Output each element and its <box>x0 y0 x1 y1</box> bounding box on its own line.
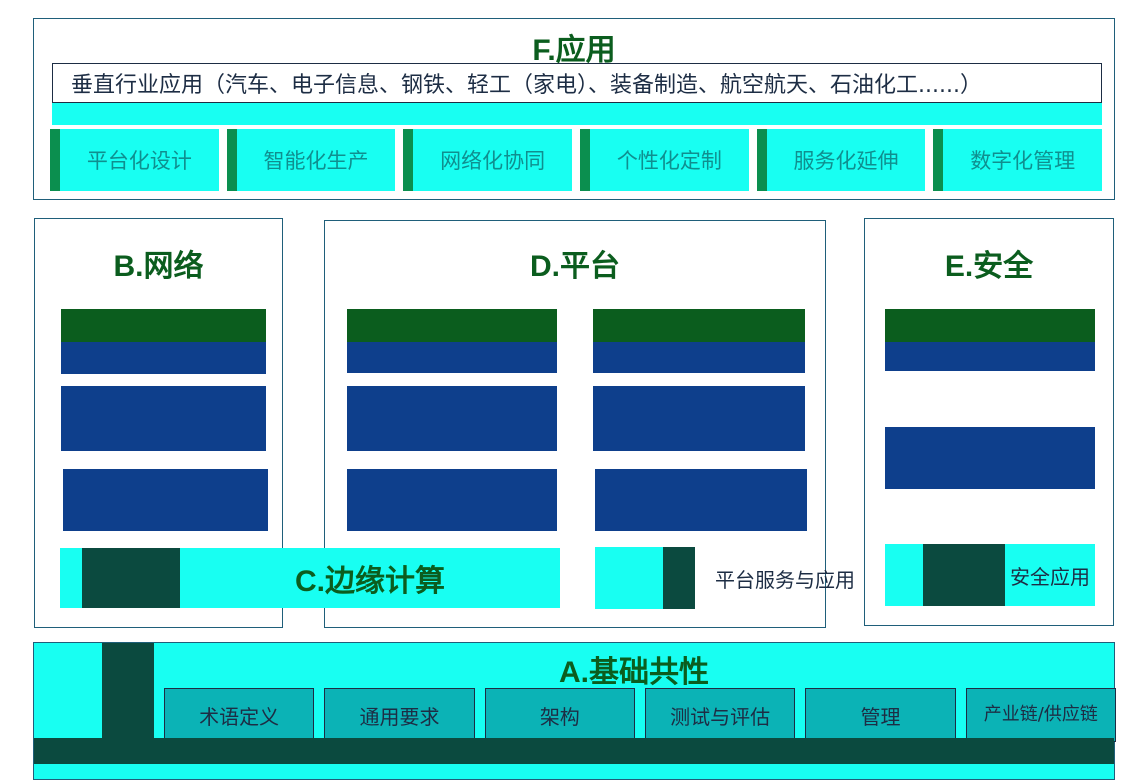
network-title: B.网络 <box>113 250 204 283</box>
edge-computing-title: C.边缘计算 <box>180 548 560 608</box>
security-panel: E.安全 安全应用 <box>864 218 1114 626</box>
application-item: 数字化管理 <box>933 129 1103 191</box>
platform-block <box>595 469 807 531</box>
network-block <box>61 386 266 451</box>
platform-title: D.平台 <box>530 250 620 283</box>
application-panel: F.应用 垂直行业应用（汽车、电子信息、钢铁、轻工（家电）、装备制造、航空航天、… <box>33 18 1115 200</box>
application-cyan-band <box>52 103 1102 125</box>
platform-panel: D.平台 平台服务与应用 <box>324 220 855 628</box>
platform-service-bar: 平台服务与应用 <box>595 547 855 609</box>
platform-block <box>593 386 805 451</box>
application-item: 网络化协同 <box>403 129 573 191</box>
network-block <box>61 309 266 374</box>
basic-common-item: 产业链/供应链 <box>965 688 1116 742</box>
security-app-label: 安全应用 <box>1005 544 1095 606</box>
application-item: 平台化设计 <box>50 129 219 191</box>
platform-block <box>347 386 557 451</box>
vertical-industry-text: 垂直行业应用（汽车、电子信息、钢铁、轻工（家电）、装备制造、航空航天、石油化工.… <box>71 73 982 98</box>
application-title: F.应用 <box>532 34 616 67</box>
basic-common-title: A.基础共性 <box>559 656 709 689</box>
basic-common-item: 测试与评估 <box>644 688 796 742</box>
platform-block <box>593 309 805 373</box>
security-title: E.安全 <box>944 250 1034 283</box>
application-item: 智能化生产 <box>226 129 396 191</box>
basic-common-item: 术语定义 <box>164 688 315 742</box>
platform-service-label: 平台服务与应用 <box>695 547 855 609</box>
security-block <box>885 309 1095 371</box>
edge-computing-bar: C.边缘计算 <box>60 548 560 608</box>
basic-common-panel: A.基础共性 术语定义 通用要求 架构 测试与评估 管理 产业链/供应链 <box>33 642 1116 780</box>
basic-common-item: 通用要求 <box>324 688 475 742</box>
basic-common-bottom-band <box>34 738 1114 764</box>
platform-block <box>347 309 557 373</box>
basic-common-items-row: 术语定义 通用要求 架构 测试与评估 管理 产业链/供应链 <box>164 688 1116 742</box>
basic-common-item: 管理 <box>805 688 956 742</box>
application-items-row: 平台化设计 智能化生产 网络化协同 个性化定制 服务化延伸 数字化管理 <box>50 129 1103 191</box>
basic-common-left-bar <box>102 643 154 755</box>
application-item: 服务化延伸 <box>756 129 926 191</box>
application-item: 个性化定制 <box>580 129 749 191</box>
security-block <box>885 427 1095 489</box>
vertical-industry-box: 垂直行业应用（汽车、电子信息、钢铁、轻工（家电）、装备制造、航空航天、石油化工.… <box>52 63 1102 103</box>
platform-block <box>347 469 557 531</box>
basic-common-item: 架构 <box>484 688 635 742</box>
network-block <box>63 469 268 531</box>
security-app-bar: 安全应用 <box>885 544 1095 606</box>
